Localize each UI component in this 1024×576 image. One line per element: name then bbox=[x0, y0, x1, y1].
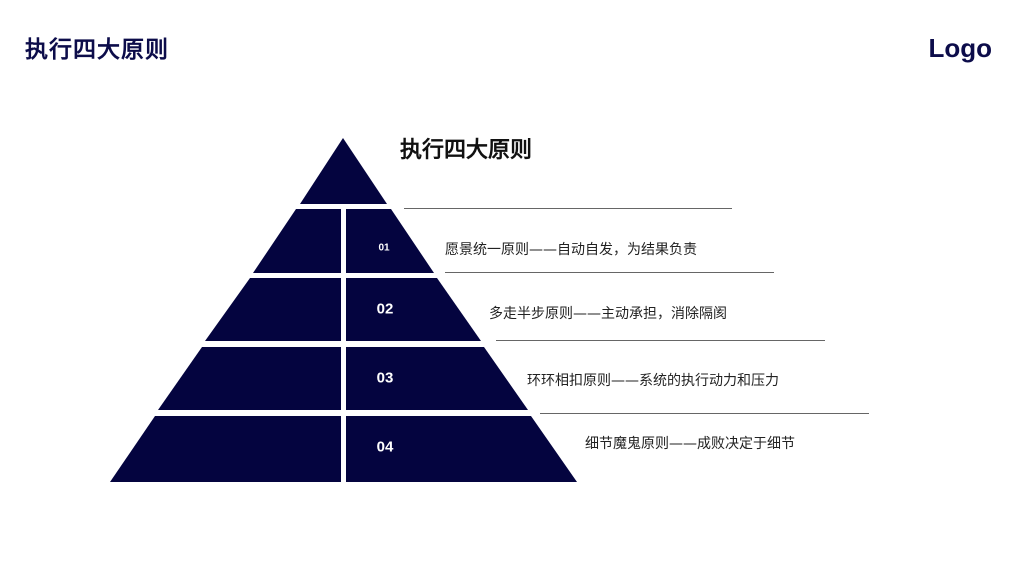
pyramid-level-2-right bbox=[346, 278, 481, 341]
pyramid-level-1-left bbox=[253, 209, 341, 273]
page-title: 执行四大原则 bbox=[25, 37, 169, 63]
diagram-title: 执行四大原则 bbox=[400, 138, 533, 163]
level-4-number: 04 bbox=[376, 438, 394, 456]
level-1-number: 01 bbox=[378, 242, 390, 254]
level-2-number: 02 bbox=[376, 300, 394, 318]
level-4-text: 细节魔鬼原则——成败决定于细节 bbox=[585, 436, 795, 452]
pyramid-level-4-left bbox=[110, 416, 341, 482]
divider-line bbox=[404, 208, 732, 209]
divider-line bbox=[496, 340, 825, 341]
level-3-number: 03 bbox=[376, 369, 394, 387]
pyramid-level-3-right bbox=[346, 347, 528, 410]
level-2-text: 多走半步原则——主动承担，消除隔阂 bbox=[489, 306, 727, 322]
pyramid-apex bbox=[300, 138, 387, 204]
pyramid-level-4-right bbox=[346, 416, 577, 482]
level-1-text: 愿景统一原则——自动自发，为结果负责 bbox=[445, 242, 697, 258]
pyramid-level-3-left bbox=[158, 347, 341, 410]
level-3-text: 环环相扣原则——系统的执行动力和压力 bbox=[527, 373, 779, 389]
pyramid-level-1-right bbox=[346, 209, 434, 273]
divider-line bbox=[540, 413, 869, 414]
pyramid-level-2-left bbox=[205, 278, 341, 341]
logo: Logo bbox=[928, 33, 992, 63]
divider-line bbox=[445, 272, 774, 273]
